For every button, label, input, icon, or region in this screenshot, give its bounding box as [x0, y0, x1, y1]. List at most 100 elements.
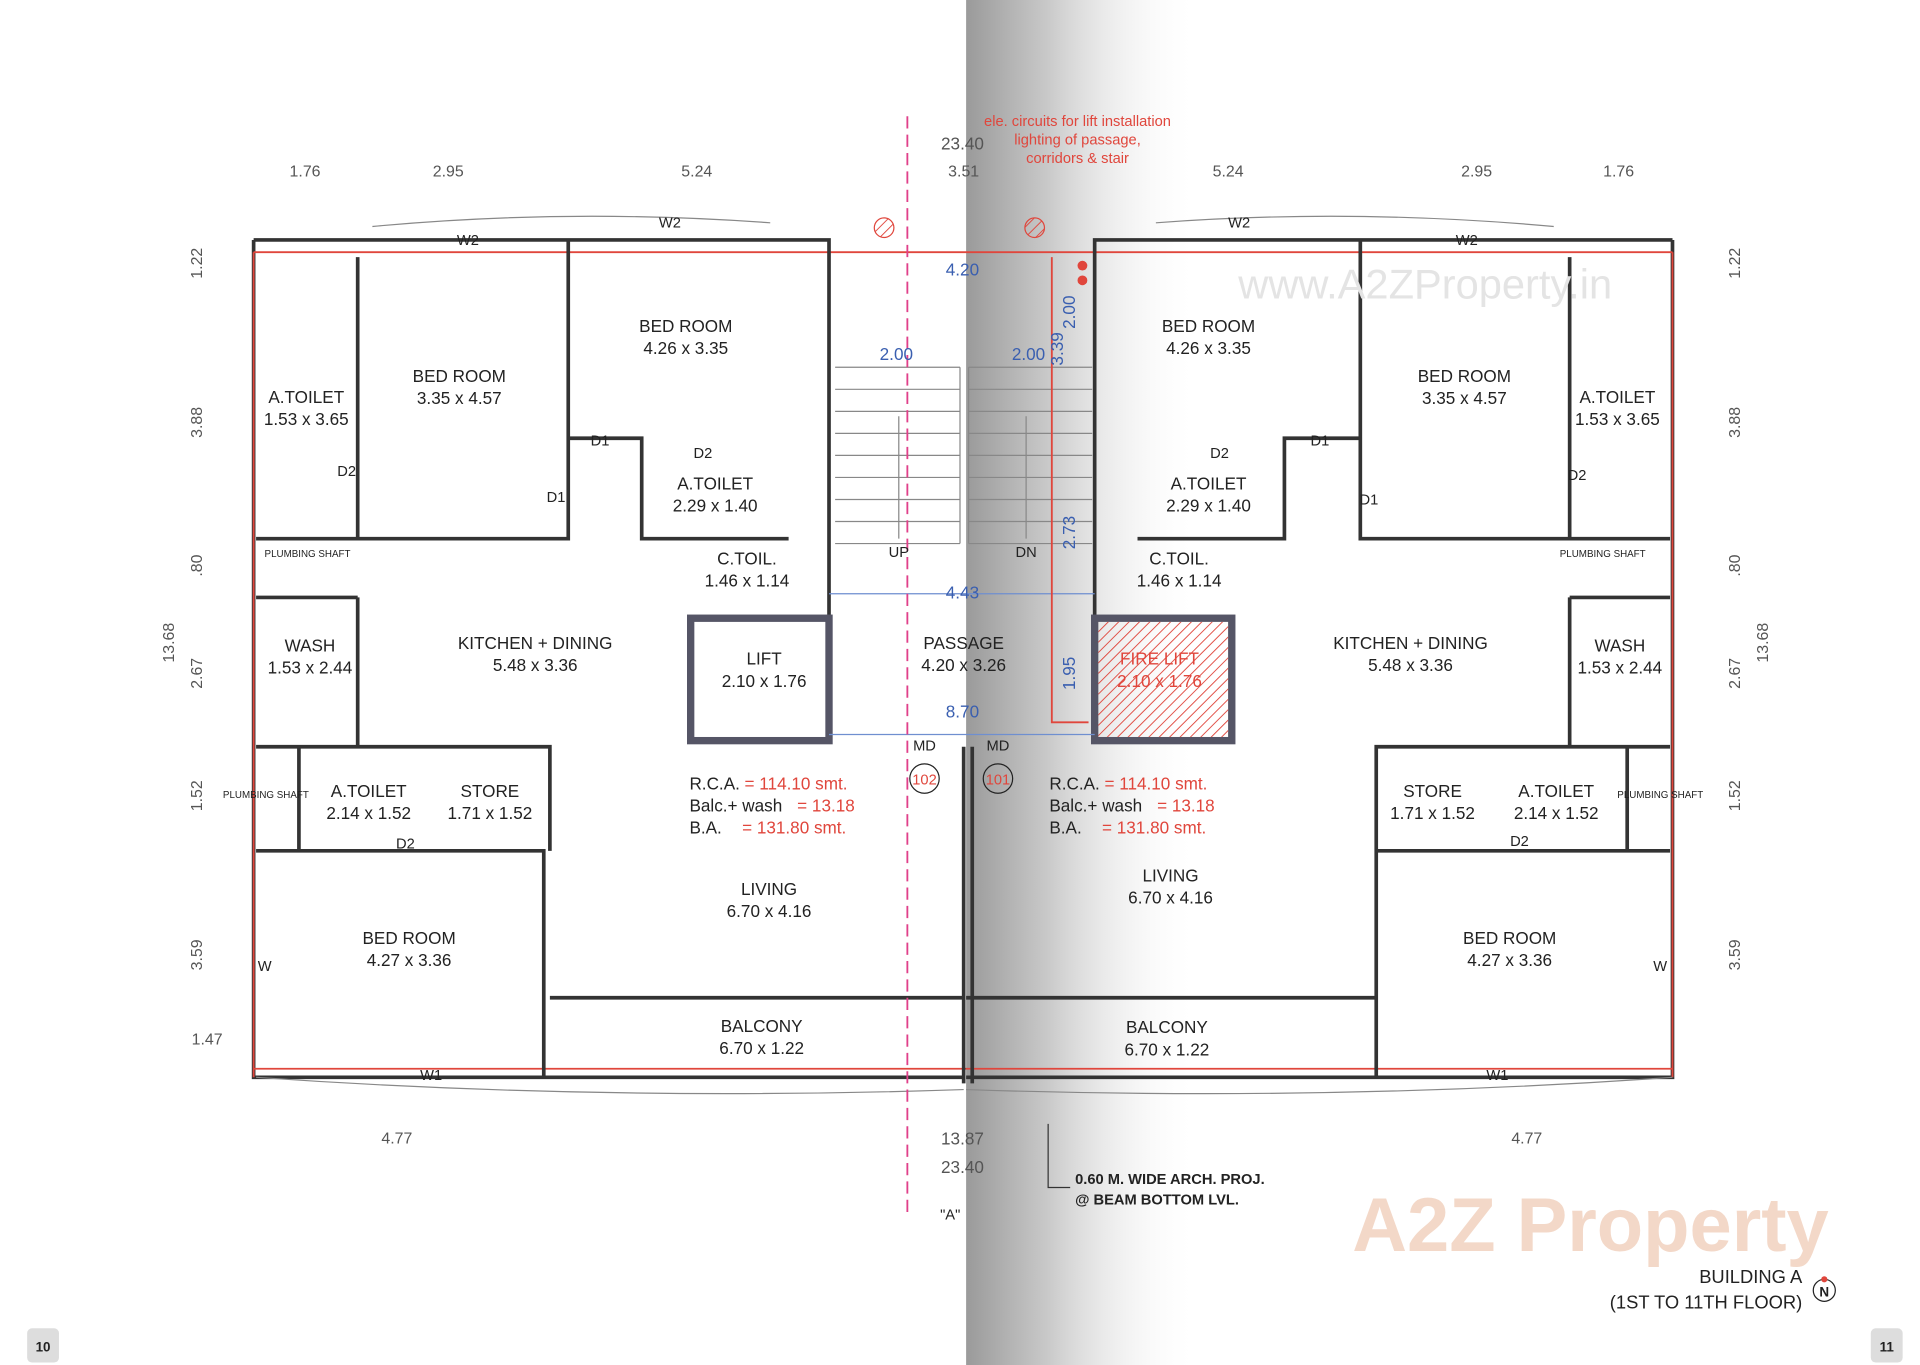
main-door-label: MD	[987, 738, 1010, 754]
watermark: www.A2ZProperty.in	[1237, 261, 1612, 308]
room-size: 6.70 x 4.16	[727, 901, 812, 921]
lift-note: corridors & stair	[1026, 151, 1129, 167]
room-name: A.TOILET	[1579, 387, 1655, 407]
room-name: WASH	[285, 635, 336, 655]
room-name: KITCHEN + DINING	[1333, 633, 1488, 653]
dimension-right: 3.59	[1727, 939, 1744, 970]
dimension-blue-vertical: 2.00	[1059, 296, 1079, 329]
room-name: KITCHEN + DINING	[458, 633, 613, 653]
room-name: A.TOILET	[268, 387, 344, 407]
room-size: 6.70 x 1.22	[719, 1038, 804, 1058]
opening-label: D2	[1510, 834, 1529, 850]
opening-label: D2	[1210, 446, 1229, 462]
dimension-top: 1.76	[290, 163, 321, 180]
building-title: (1ST TO 11TH FLOOR)	[1610, 1292, 1802, 1313]
room-name: LIVING	[741, 879, 797, 899]
ba-value: = 131.80 smt.	[1102, 818, 1206, 838]
fire-point-icon	[1077, 275, 1088, 286]
opening-label: D1	[1311, 434, 1330, 450]
opening-label: D2	[337, 464, 356, 480]
dimension-top: 3.51	[948, 163, 979, 180]
arch-note: 0.60 M. WIDE ARCH. PROJ.	[1075, 1172, 1265, 1188]
dimension-overall-bottom: 23.40	[941, 1157, 984, 1177]
dimension-left: 1.22	[189, 248, 206, 279]
north-label: N	[1819, 1284, 1829, 1299]
opening-label: W1	[420, 1068, 442, 1084]
section-marker: "A"	[940, 1207, 960, 1223]
dimension-bottom: 4.77	[1511, 1130, 1542, 1147]
rca-value: = 114.10 smt.	[1104, 774, 1207, 794]
dimension-top: 5.24	[1213, 163, 1244, 180]
rca-label: R.C.A.	[1049, 774, 1099, 794]
room-size: 4.26 x 3.35	[1166, 338, 1251, 358]
dimension-left: 1.52	[189, 780, 206, 811]
fire-lift-size: 2.10 x 1.76	[1117, 671, 1202, 691]
room-size: 2.14 x 1.52	[326, 803, 411, 823]
dimension-top: 1.76	[1603, 163, 1634, 180]
room-name: BED ROOM	[413, 366, 506, 386]
dimension-side-total: 13.68	[161, 623, 178, 663]
opening-label: W2	[659, 216, 681, 232]
dimension-blue-vertical: 3.39	[1047, 332, 1067, 365]
unit-101-badge	[982, 763, 1014, 794]
rca-label: R.C.A.	[689, 774, 739, 794]
balc-value: = 13.18	[797, 796, 855, 816]
unit-number: 102	[912, 773, 937, 789]
main-door-label: MD	[913, 738, 936, 754]
dimension-right: .80	[1727, 554, 1744, 576]
dimension-top: 5.24	[681, 163, 712, 180]
rca-value: = 114.10 smt.	[745, 774, 848, 794]
room-size: 1.46 x 1.14	[705, 570, 790, 590]
room-size: 4.27 x 3.36	[1467, 950, 1552, 970]
stair-up-label: UP	[889, 545, 910, 561]
room-size: 1.53 x 3.65	[264, 409, 349, 429]
room-size: 6.70 x 4.16	[1128, 887, 1213, 907]
arch-note-leader	[1047, 1123, 1071, 1189]
room-name: BED ROOM	[1162, 316, 1255, 336]
page-tab-left	[27, 1328, 59, 1363]
balc-label: Balc.+ wash	[1049, 796, 1142, 816]
dimension-bottom: 4.77	[381, 1130, 412, 1147]
room-size: 1.71 x 1.52	[448, 803, 533, 823]
passage-size: 4.20 x 3.26	[921, 655, 1006, 675]
room-size: 2.29 x 1.40	[1166, 496, 1251, 516]
page-number-right: 11	[1880, 1340, 1895, 1355]
opening-label: W2	[1456, 233, 1478, 249]
room-size: 1.71 x 1.52	[1390, 803, 1475, 823]
passage-name: PASSAGE	[923, 633, 1004, 653]
staircase	[835, 366, 1093, 545]
room-size: 1.53 x 3.65	[1575, 409, 1660, 429]
lift-size: 2.10 x 1.76	[722, 671, 807, 691]
walls	[251, 215, 1675, 1095]
opening-label: W	[258, 959, 272, 975]
opening-label: D2	[1568, 468, 1587, 484]
room-name: C.TOIL.	[717, 548, 777, 568]
room-size: 4.26 x 3.35	[643, 338, 728, 358]
room-size: 1.46 x 1.14	[1137, 570, 1222, 590]
fire-hydrant-icon	[873, 217, 895, 239]
page-number-left: 10	[36, 1340, 51, 1355]
dimension-blue: 4.20	[946, 259, 979, 279]
plumbing-shaft-label: PLUMBING SHAFT	[1560, 549, 1646, 560]
room-name: LIVING	[1142, 865, 1198, 885]
unit-102-badge	[909, 763, 940, 794]
opening-label: W2	[1228, 216, 1250, 232]
opening-label: W1	[1486, 1068, 1508, 1084]
opening-label: D1	[547, 490, 566, 506]
fire-hydrant-icon	[1024, 217, 1046, 239]
room-size: 1.53 x 2.44	[268, 657, 353, 677]
room-size: 5.48 x 3.36	[493, 655, 578, 675]
dimension-left: 1.47	[192, 1031, 223, 1048]
page-tab-right	[1870, 1328, 1903, 1363]
room-name: BALCONY	[1126, 1017, 1208, 1037]
room-name: BED ROOM	[1463, 928, 1556, 948]
lift-note: lighting of passage,	[1014, 132, 1141, 148]
dimension-side-total: 13.68	[1755, 623, 1772, 663]
dimension-left: 2.67	[189, 658, 206, 689]
plumbing-shaft-label: PLUMBING SHAFT	[1617, 790, 1703, 801]
opening-label: D1	[591, 434, 610, 450]
dimension-left: 3.88	[189, 407, 206, 438]
room-size: 2.14 x 1.52	[1514, 803, 1599, 823]
room-size: 3.35 x 4.57	[417, 388, 502, 408]
lift-shaft-wall	[687, 614, 833, 745]
